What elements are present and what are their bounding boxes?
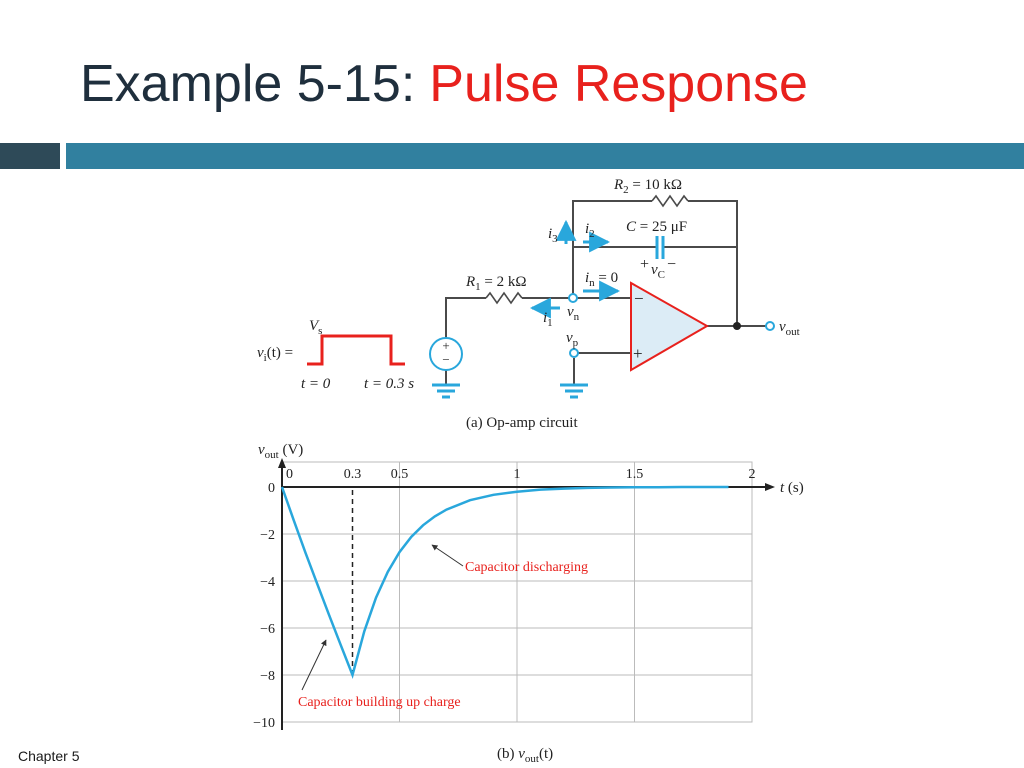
slide-title: Example 5-15:Pulse Response bbox=[80, 54, 808, 114]
ground-symbol-opamp bbox=[560, 383, 588, 399]
vn-node bbox=[568, 293, 578, 303]
x-tick-labels: 0 0.3 0.5 1 1.5 2 bbox=[286, 467, 756, 482]
x-axis-label: t (s) bbox=[780, 480, 804, 496]
horizontal-grid bbox=[282, 533, 752, 723]
vi-label: vi(t) = bbox=[257, 345, 293, 364]
y-tick-label: −8 bbox=[260, 669, 275, 684]
y-tick-label: −2 bbox=[260, 528, 275, 543]
source-plus: + bbox=[442, 338, 449, 353]
vout-label: vout bbox=[779, 319, 800, 338]
t03-label: t = 0.3 s bbox=[364, 376, 414, 392]
vout-terminal bbox=[765, 321, 775, 331]
annotation-discharging: Capacitor discharging bbox=[465, 560, 588, 575]
i2-label: i2 bbox=[585, 221, 595, 240]
annotation-charging: Capacitor building up charge bbox=[298, 695, 461, 710]
voltage-source bbox=[429, 337, 463, 371]
y-tick-labels: 0 −2 −4 −6 −8 −10 bbox=[253, 481, 275, 731]
vout-chart: 0 0.3 0.5 1 1.5 2 0 −2 −4 −6 −8 −10 vout (V) t (s)… bbox=[253, 442, 804, 765]
vp-node bbox=[569, 348, 579, 358]
opamp-plus-label: + bbox=[633, 344, 643, 363]
x-tick-label: 0 bbox=[286, 467, 293, 482]
x-tick-label: 0.3 bbox=[344, 467, 362, 482]
footer-chapter: Chapter 5 bbox=[18, 748, 80, 764]
op-amp bbox=[630, 281, 710, 372]
input-branch bbox=[445, 291, 766, 384]
y-tick-label: 0 bbox=[268, 481, 275, 496]
circuit-caption: (a) Op-amp circuit bbox=[466, 415, 578, 431]
cap-minus-label: − bbox=[667, 256, 676, 273]
y-tick-label: −6 bbox=[260, 622, 275, 637]
r2-resistor bbox=[651, 194, 689, 208]
vn-label: vn bbox=[567, 304, 580, 323]
vs-label: Vs bbox=[309, 318, 322, 337]
y-axis-label: vout (V) bbox=[258, 442, 303, 461]
i1-label: i1 bbox=[543, 310, 553, 329]
charging-leader bbox=[301, 639, 327, 691]
input-pulse-waveform bbox=[307, 334, 405, 366]
capacitor-label: C = 25 μF bbox=[626, 219, 687, 235]
vertical-grid bbox=[399, 462, 753, 722]
op-amp-circuit: − + + − R2 = 10 kΩ C = 25 μF + − vC i3 i… bbox=[257, 177, 800, 431]
y-axis-arrowhead bbox=[278, 458, 286, 468]
opamp-minus-label: − bbox=[634, 289, 644, 308]
in-label: in = 0 bbox=[585, 270, 618, 289]
source-minus: − bbox=[442, 352, 449, 367]
i3-label: i3 bbox=[548, 226, 558, 245]
ground-symbol-source bbox=[432, 383, 460, 399]
title-accent: Pulse Response bbox=[429, 55, 808, 113]
x-tick-label: 2 bbox=[749, 467, 756, 482]
output-junction-dot bbox=[733, 322, 741, 330]
x-tick-label: 1 bbox=[514, 467, 521, 482]
cap-plus-label: + bbox=[640, 256, 649, 273]
r2-label: R2 = 10 kΩ bbox=[613, 177, 682, 196]
vout-curve bbox=[280, 485, 729, 679]
r2-branch bbox=[572, 194, 738, 326]
x-tick-label: 1.5 bbox=[626, 467, 644, 482]
title-band bbox=[66, 143, 1024, 169]
vp-label: vp bbox=[566, 330, 579, 349]
vc-label: vC bbox=[651, 262, 665, 281]
r1-label: R1 = 2 kΩ bbox=[465, 274, 527, 293]
title-prefix: Example 5-15: bbox=[80, 55, 416, 113]
t0-label: t = 0 bbox=[301, 376, 331, 392]
discharging-leader bbox=[431, 544, 464, 567]
chart-caption: (b) vout(t) bbox=[497, 746, 553, 765]
r1-resistor bbox=[485, 291, 523, 305]
y-tick-label: −4 bbox=[260, 575, 275, 590]
x-tick-label: 0.5 bbox=[391, 467, 409, 482]
x-axis-arrowhead bbox=[765, 483, 775, 491]
y-tick-label: −10 bbox=[253, 716, 275, 731]
title-band-dark bbox=[0, 143, 60, 169]
